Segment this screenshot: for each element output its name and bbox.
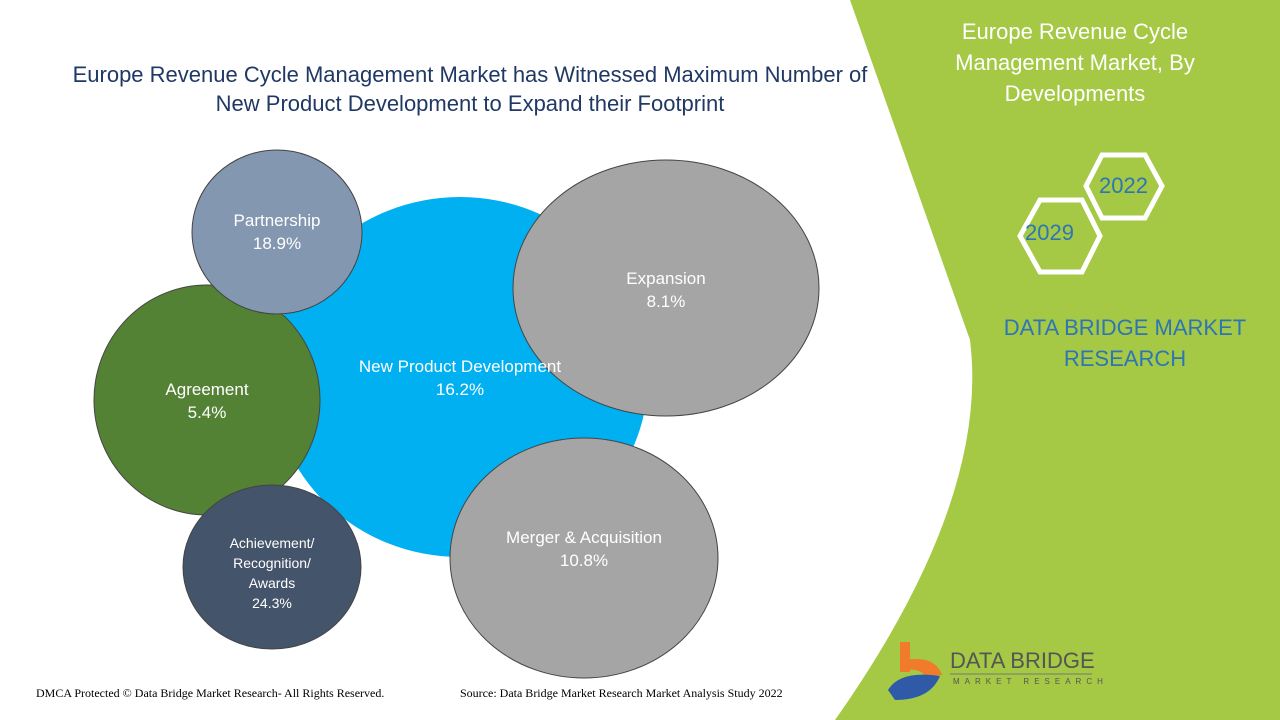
logo-subtitle: MARKET RESEARCH xyxy=(953,677,1108,686)
bubble-label: Merger & Acquisition 10.8% xyxy=(504,526,664,572)
chart-title: Europe Revenue Cycle Management Market h… xyxy=(72,62,868,116)
bubble-category: New Product Development xyxy=(358,357,562,376)
bubble-value: 5.4% xyxy=(187,403,227,422)
bubble-value: 8.1% xyxy=(646,292,686,311)
brand-text: DATA BRIDGE MARKET RESEARCH xyxy=(1003,315,1247,371)
bubble-label: Expansion 8.1% xyxy=(586,267,746,313)
bubble-category: Merger & Acquisition xyxy=(506,528,662,547)
year-2029: 2029 xyxy=(1025,220,1074,245)
bubble-category: Achievement/ Recognition/ Awards xyxy=(229,535,315,591)
bubble-4 xyxy=(512,159,820,417)
logo-icon xyxy=(888,642,1092,700)
bubble-value: 16.2% xyxy=(435,380,485,399)
bubble-value: 18.9% xyxy=(252,234,302,253)
bubble-value: 10.8% xyxy=(559,551,609,570)
bubble-label: Achievement/ Recognition/ Awards 24.3% xyxy=(202,533,342,613)
year-2022: 2022 xyxy=(1099,173,1148,198)
bubble-2 xyxy=(191,149,363,315)
side-title: Europe Revenue Cycle Management Market, … xyxy=(955,19,1195,106)
hexagon-2029 xyxy=(1017,197,1103,275)
footer-source: Source: Data Bridge Market Research Mark… xyxy=(460,686,783,700)
footer-copyright: DMCA Protected © Data Bridge Market Rese… xyxy=(36,686,385,700)
bubble-value: 24.3% xyxy=(252,595,292,611)
hexagon-2022 xyxy=(1083,152,1165,221)
bubble-category: Expansion xyxy=(626,269,706,288)
bubble-category: Partnership xyxy=(233,211,321,230)
bubble-label: Partnership 18.9% xyxy=(207,209,347,255)
bubble-category: Agreement xyxy=(165,380,249,399)
bubble-3 xyxy=(182,484,362,650)
bubble-label: Agreement 5.4% xyxy=(137,378,277,424)
green-panel xyxy=(835,0,1280,720)
bubble-label: New Product Development 16.2% xyxy=(350,355,570,401)
bubble-5 xyxy=(449,437,719,679)
logo-name: DATA BRIDGE xyxy=(950,648,1095,673)
